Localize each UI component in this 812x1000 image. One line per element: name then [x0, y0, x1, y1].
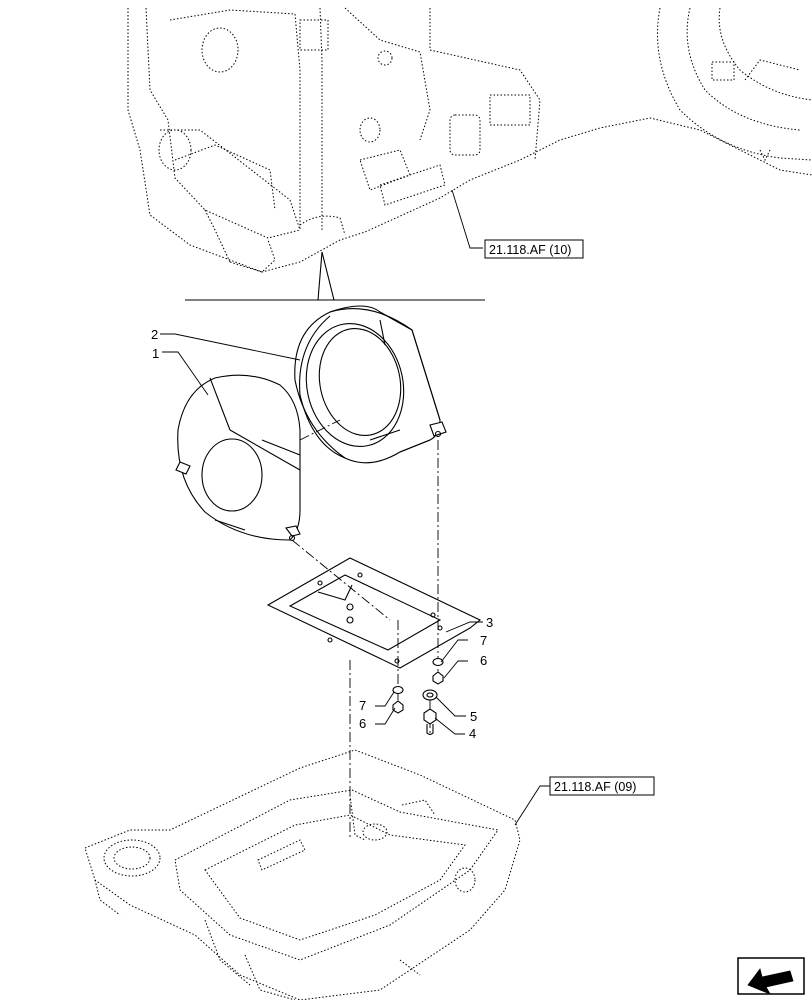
bolt-4 [423, 708, 437, 725]
callout-4: 4 [469, 726, 476, 741]
transmission-housing [127, 7, 812, 273]
washer-7-right [432, 657, 444, 667]
callout-6-left: 6 [359, 716, 366, 731]
oil-pan [84, 749, 521, 1000]
callout-leaders [160, 189, 550, 826]
part-3-plate [266, 557, 482, 669]
callout-5: 5 [470, 709, 477, 724]
callout-7-left: 7 [359, 698, 366, 713]
callout-2: 2 [151, 327, 158, 342]
arrow-icon[interactable] [737, 957, 805, 995]
part-1-cover [175, 374, 341, 542]
reference-upper-label: 21.118.AF (10) [489, 243, 571, 257]
callout-labels: 1 2 3 4 5 6 6 7 7 [151, 327, 493, 741]
washer-7-left [392, 685, 404, 695]
callout-7-right: 7 [480, 633, 487, 648]
reference-upper[interactable]: 21.118.AF (10) [484, 239, 584, 259]
assembly-centerlines [291, 440, 439, 840]
part-2-sleeve [294, 305, 447, 464]
nut-6-right [432, 671, 444, 685]
callout-6-right: 6 [480, 653, 487, 668]
callout-1: 1 [152, 346, 159, 361]
washer-5 [422, 689, 438, 701]
nut-6-left [392, 700, 404, 714]
hardware [392, 657, 444, 736]
reference-lower[interactable]: 21.118.AF (09) [549, 776, 655, 796]
reference-lower-label: 21.118.AF (09) [554, 780, 636, 794]
view-separator [185, 251, 485, 301]
callout-3: 3 [486, 615, 493, 630]
